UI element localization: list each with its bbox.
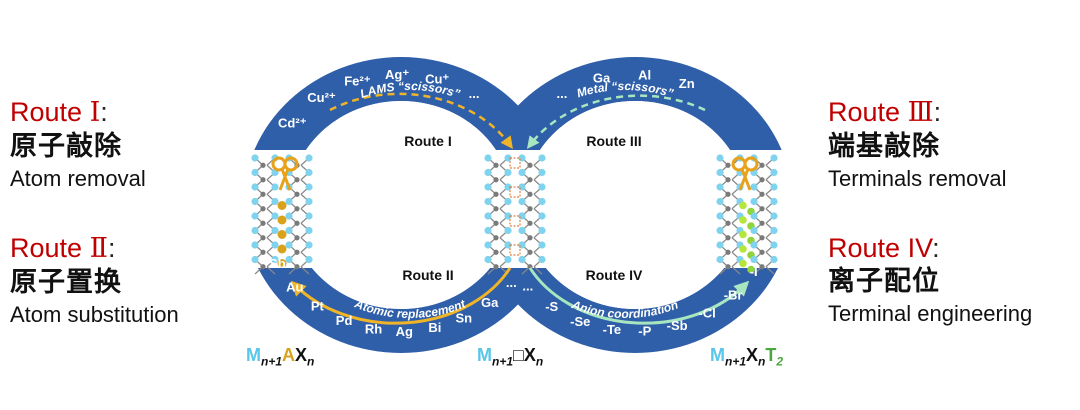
ion-label: Cu⁺ <box>425 71 449 86</box>
ion-label: -Te <box>603 322 622 337</box>
ion-label: Bi <box>428 320 441 335</box>
inner-route4: Route IV <box>586 267 643 283</box>
ion-label: Pd <box>336 313 353 328</box>
route1-english: Atom removal <box>10 166 146 191</box>
inner-route2: Route II <box>402 267 453 283</box>
formula-right-m: M <box>710 345 725 365</box>
route3-colon: : <box>933 97 942 127</box>
route4-numeral: IV <box>907 233 933 263</box>
route3-english: Terminals removal <box>828 166 1007 191</box>
ion-label: ... <box>506 275 517 290</box>
formula-mid-box: □ <box>513 345 524 365</box>
structure-strip <box>230 150 820 268</box>
route2-title: Route Ⅱ: <box>10 232 179 265</box>
ion-label: Ga <box>593 71 611 86</box>
route4-english: Terminal engineering <box>828 301 1033 326</box>
ion-label: Ag <box>396 324 413 339</box>
route1-numeral: Ⅰ <box>89 97 101 128</box>
formula-left-msub: n+1 <box>261 354 283 369</box>
route2-numeral: Ⅱ <box>89 233 108 264</box>
ion-label: ... <box>469 86 480 101</box>
ion-label: Pt <box>311 299 325 314</box>
formula-right-xsub: n <box>758 354 766 369</box>
route1-label: Route <box>10 97 83 127</box>
ion-label: Sb <box>269 256 286 271</box>
formula-vacancy: Mn+1□Xn <box>477 345 543 369</box>
ion-label: -I <box>750 264 758 279</box>
formula-right-x: X <box>746 345 759 365</box>
route4-label: Route <box>828 233 901 263</box>
route3-title: Route Ⅲ: <box>828 96 1007 129</box>
route4-block: Route IV: 离子配位 Terminal engineering <box>828 232 1032 328</box>
infinity-diagram: LAMS “scissors” Metal “scissors” Atomic … <box>230 57 820 353</box>
route2-block: Route Ⅱ: 原子置换 Atom substitution <box>10 232 179 329</box>
formula-mxene: Mn+1XnT2 <box>710 345 783 369</box>
ion-label: ... <box>522 278 533 293</box>
route1-colon: : <box>100 97 108 127</box>
route3-numeral: Ⅲ <box>907 97 934 128</box>
inner-route1: Route I <box>404 133 451 149</box>
arc-label-metal: Metal “scissors” <box>575 79 675 100</box>
ion-label: Fe²⁺ <box>344 73 371 88</box>
formula-max-phase: Mn+1AXn <box>246 345 314 369</box>
svg-text:Metal “scissors”: Metal “scissors” <box>575 79 675 100</box>
ion-label: Al <box>638 67 651 82</box>
ion-label: Cu²⁺ <box>307 90 336 105</box>
inner-route3: Route III <box>586 133 641 149</box>
route3-label: Route <box>828 97 901 127</box>
ion-label: -S <box>545 299 558 314</box>
ion-label: Ga <box>481 295 499 310</box>
route4-chinese: 离子配位 <box>828 266 940 297</box>
formula-mid-m: M <box>477 345 492 365</box>
ion-label: -Se <box>570 314 590 329</box>
route4-colon: : <box>932 233 940 263</box>
formula-mid-xsub: n <box>535 354 544 369</box>
formula-left-xsub: n <box>307 354 315 369</box>
scissors-icon <box>271 156 299 191</box>
route4-title: Route IV: <box>828 232 1032 264</box>
ion-label: -Cl <box>698 306 715 321</box>
arrow-route2 <box>290 267 512 325</box>
arrow-route3 <box>526 94 706 149</box>
ion-label: Rh <box>365 322 382 337</box>
formula-right-msub: n+1 <box>725 354 747 369</box>
ion-label: Ag⁺ <box>385 67 409 82</box>
ion-label: Cd²⁺ <box>278 115 307 130</box>
formula-mid-msub: n+1 <box>492 354 514 369</box>
route1-chinese: 原子敲除 <box>10 131 122 162</box>
ion-label: -Sb <box>667 318 688 333</box>
route2-chinese: 原子置换 <box>10 267 122 298</box>
route2-colon: : <box>107 233 116 263</box>
formula-right-t: T <box>765 345 777 365</box>
route2-label: Route <box>10 233 83 263</box>
route3-chinese: 端基敲除 <box>828 131 940 162</box>
ion-label: ... <box>556 86 567 101</box>
ion-label: Zn <box>679 76 695 91</box>
route1-block: Route Ⅰ: 原子敲除 Atom removal <box>10 96 146 193</box>
ion-label: -Br <box>724 287 743 302</box>
arrow-route1 <box>329 92 513 150</box>
ion-label: -P <box>638 324 651 339</box>
formula-left-a: A <box>282 345 296 365</box>
formula-mid-x: X <box>523 345 536 365</box>
ion-label: Sn <box>455 310 472 325</box>
scissors-icon <box>731 156 759 191</box>
route3-block: Route Ⅲ: 端基敲除 Terminals removal <box>828 96 1007 193</box>
formula-left-x: X <box>295 345 308 365</box>
ion-label: Au <box>286 279 303 294</box>
formula-left-m: M <box>246 345 261 365</box>
route1-title: Route Ⅰ: <box>10 96 146 129</box>
arrow-route4 <box>528 267 750 325</box>
formula-right-tsub: 2 <box>776 354 784 369</box>
route2-english: Atom substitution <box>10 302 179 327</box>
structure-middle-vacancy <box>484 154 546 275</box>
